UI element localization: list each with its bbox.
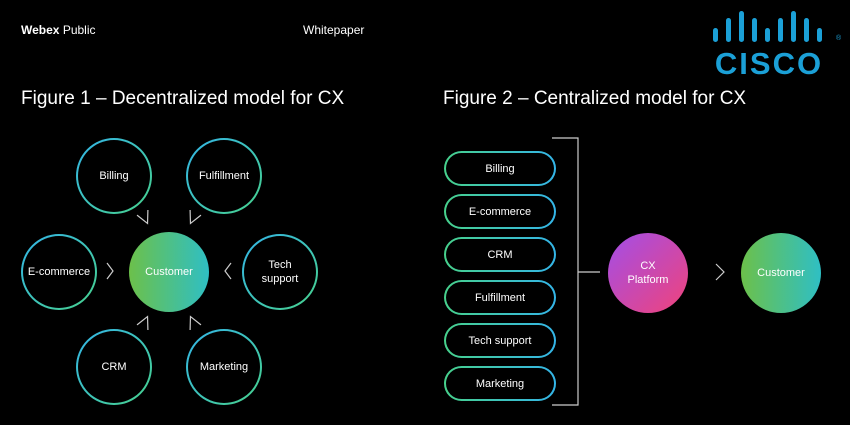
- fig1-node-billing: Billing: [76, 138, 152, 214]
- fig2-system-marketing: Marketing: [444, 366, 556, 401]
- fig2-system-fulfillment: Fulfillment: [444, 280, 556, 315]
- fig1-node-crm: CRM: [76, 329, 152, 405]
- cx-platform-label: CX Platform: [627, 260, 669, 286]
- fig2-system-crm: CRM: [444, 237, 556, 272]
- fig2-system-tech-support: Tech support: [444, 323, 556, 358]
- trademark-symbol: ®: [836, 34, 842, 42]
- fig2-system-billing: Billing: [444, 151, 556, 186]
- fig2-cx-platform: CX Platform: [608, 233, 688, 313]
- arrow-from-marketing: [189, 315, 202, 330]
- fig2-customer: Customer: [741, 233, 821, 313]
- fig1-customer-hub: Customer: [129, 232, 209, 312]
- logo-wordmark: CISCO: [715, 46, 823, 78]
- fig2-system-ecommerce: E-commerce: [444, 194, 556, 229]
- figure1-title: Figure 1 – Decentralized model for CX: [21, 88, 345, 109]
- systems-bracket: [552, 137, 579, 406]
- figure2-title: Figure 2 – Centralized model for CX: [443, 88, 747, 109]
- fig1-node-marketing: Marketing: [186, 329, 262, 405]
- cisco-logo: CISCO ®: [713, 11, 842, 78]
- arrow-platform-to-customer: [715, 263, 725, 281]
- arrow-from-fulfillment: [189, 210, 202, 225]
- brand-name: Webex: [21, 23, 60, 37]
- logo-bars: [713, 11, 822, 42]
- arrow-from-crm: [136, 315, 149, 330]
- fig1-node-ecommerce: E-commerce: [21, 234, 97, 310]
- fig1-node-tech-support: Tech support: [242, 234, 318, 310]
- arrow-from-tech-support: [224, 262, 232, 280]
- brand-public-label: Public: [62, 23, 96, 37]
- arrow-from-ecommerce: [106, 262, 114, 280]
- fig1-node-fulfillment: Fulfillment: [186, 138, 262, 214]
- arrow-from-billing: [136, 210, 149, 225]
- header-brand: Webex Public: [21, 23, 96, 37]
- doc-type-label: Whitepaper: [303, 23, 365, 37]
